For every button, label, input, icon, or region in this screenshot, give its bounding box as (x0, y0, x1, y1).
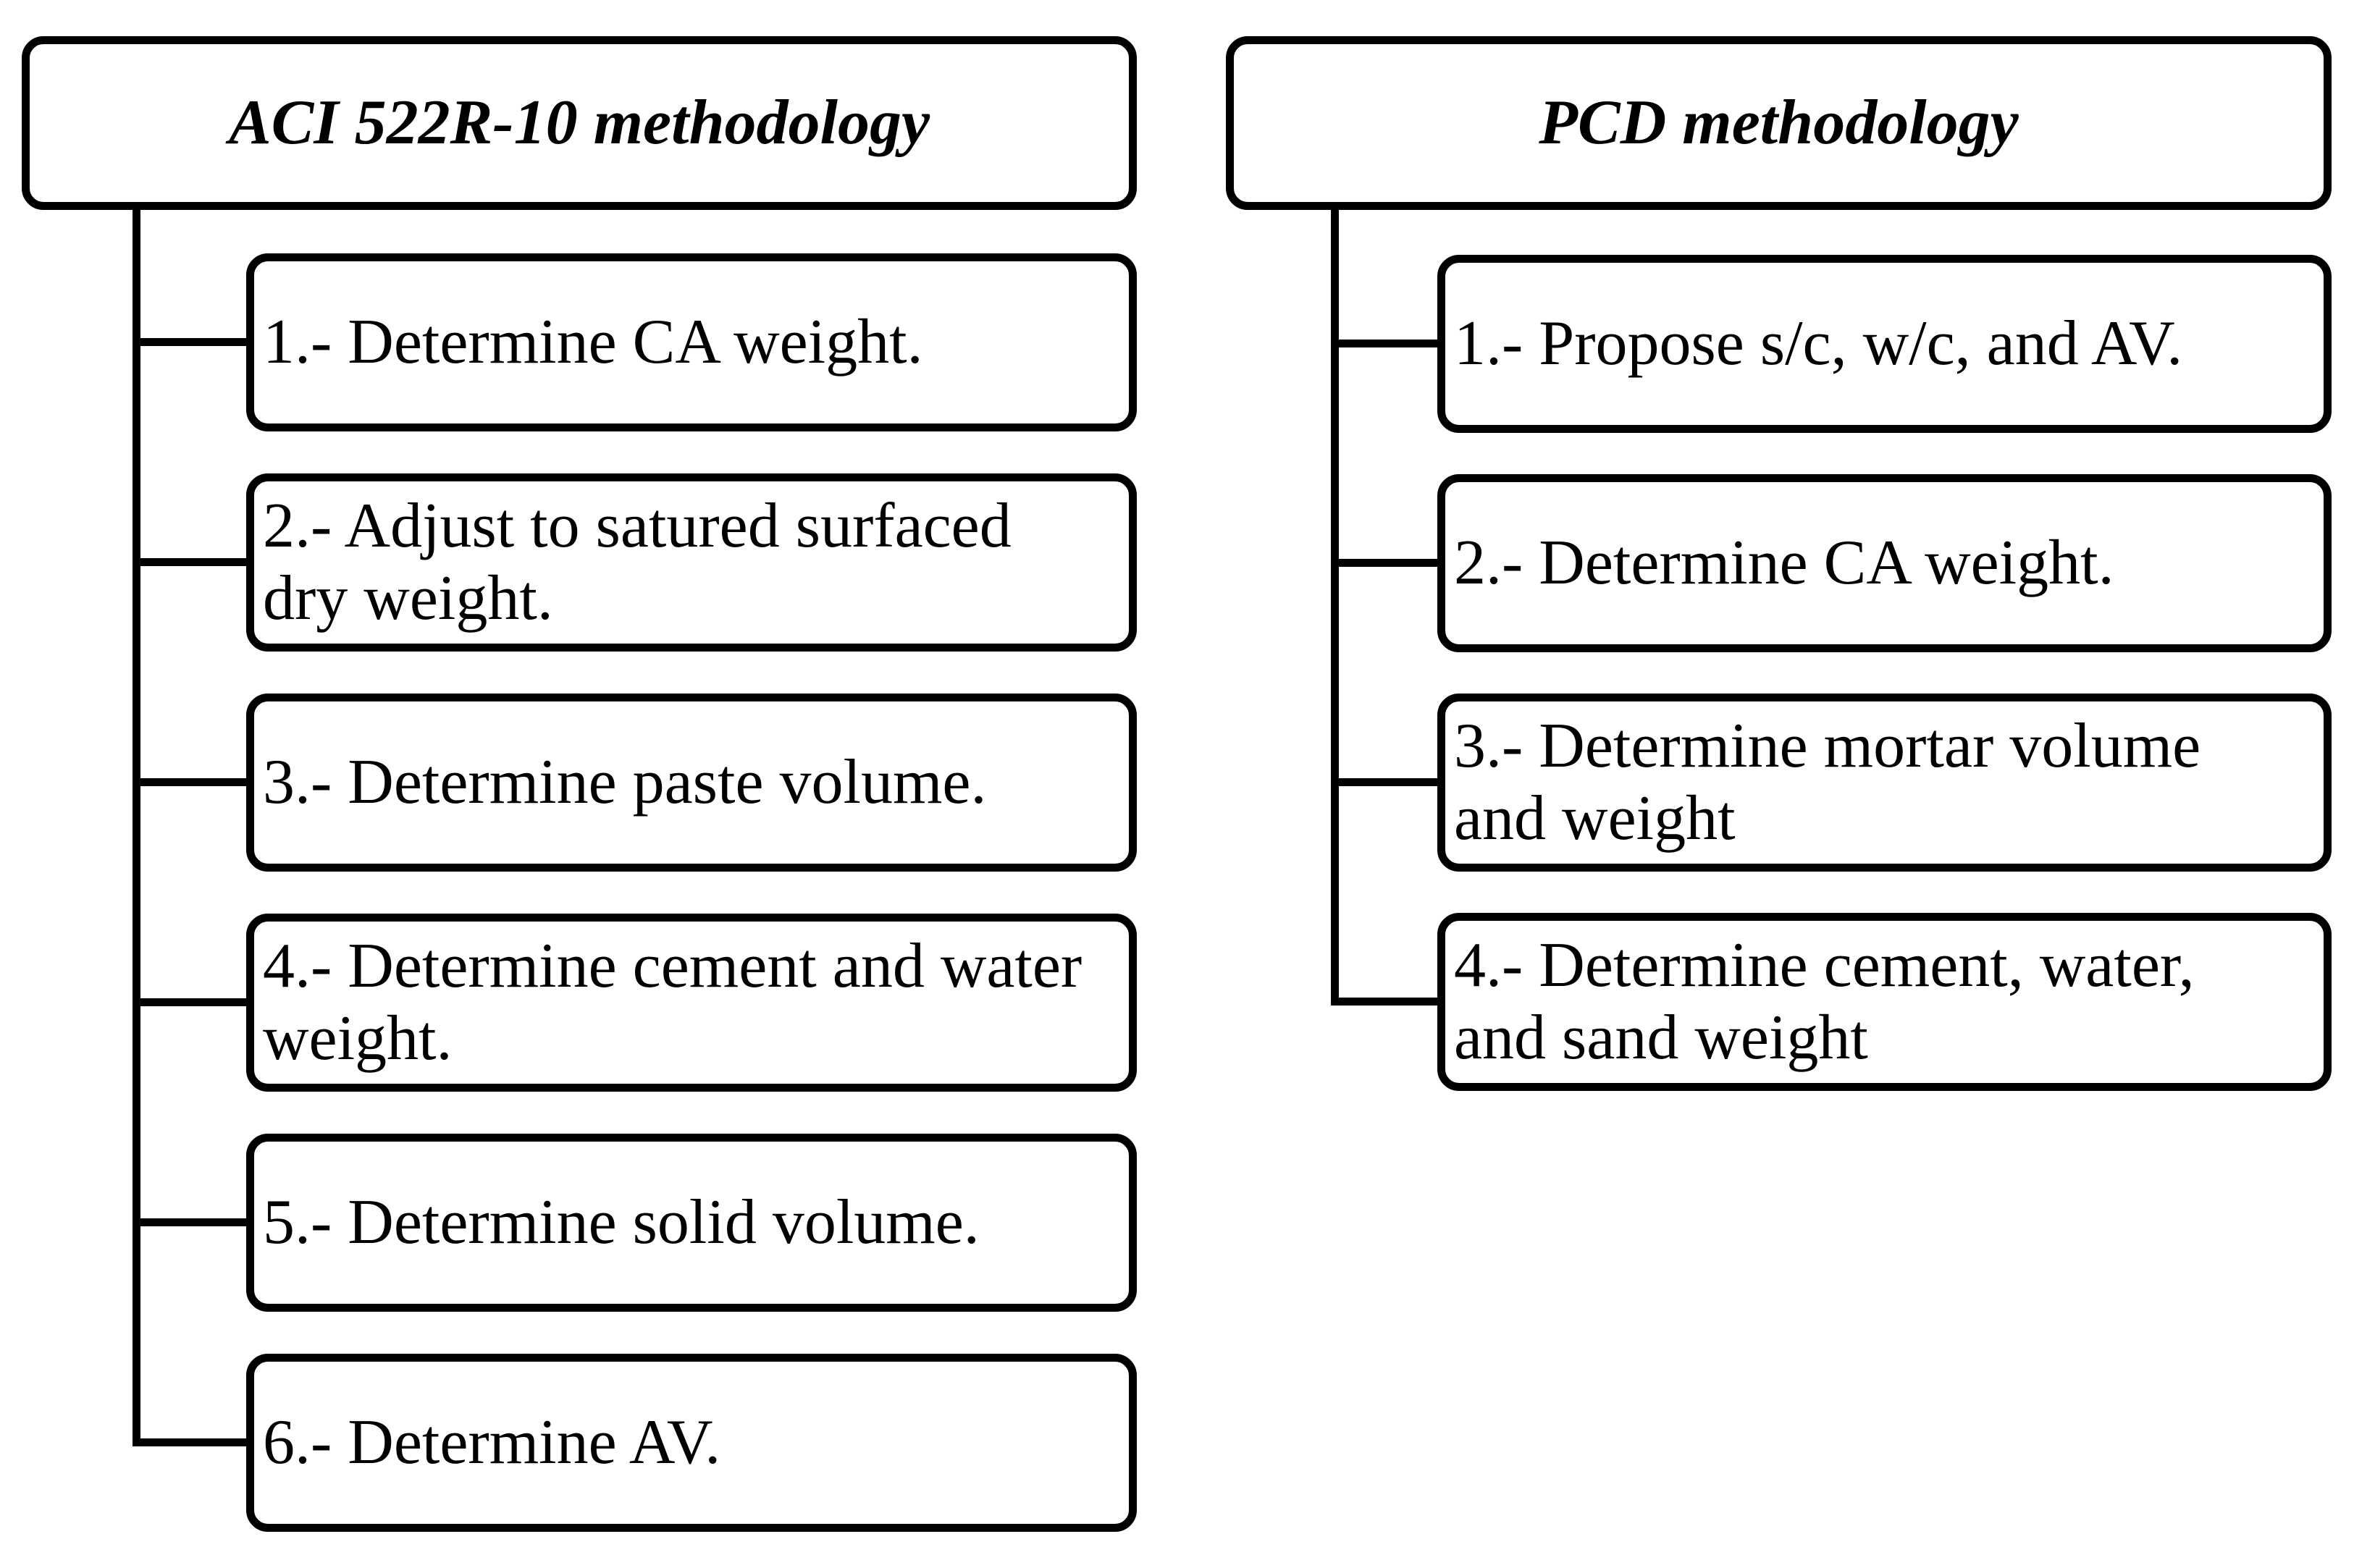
pcd-step-box-3: 3.- Determine mortar volume and weight (1437, 694, 2332, 872)
aci-step-box-2: 2.- Adjust to satured surfaced dry weigh… (246, 473, 1137, 652)
pcd-connector-stub-4 (1331, 998, 1445, 1006)
pcd-step-box-4: 4.- Determine cement, water, and sand we… (1437, 913, 2332, 1091)
aci-step-3-label: 3.- Determine paste volume. (263, 746, 987, 817)
pcd-header-box: PCD methodology (1226, 36, 2332, 210)
aci-connector-spine (133, 206, 140, 1446)
aci-connector-stub-3 (133, 778, 254, 786)
aci-step-6-label: 6.- Determine AV. (263, 1407, 721, 1478)
pcd-header-title: PCD methodology (1539, 87, 2019, 158)
pcd-connector-spine (1331, 206, 1339, 1006)
aci-step-box-5: 5.- Determine solid volume. (246, 1134, 1137, 1312)
pcd-connector-stub-2 (1331, 559, 1445, 567)
aci-step-box-4: 4.- Determine cement and water weight. (246, 914, 1137, 1092)
aci-connector-stub-1 (133, 338, 254, 346)
aci-step-1-label: 1.- Determine CA weight. (263, 306, 923, 377)
aci-step-5-label: 5.- Determine solid volume. (263, 1186, 980, 1257)
pcd-step-2-label: 2.- Determine CA weight. (1454, 527, 2114, 598)
aci-header-title: ACI 522R-10 methodology (228, 87, 930, 158)
aci-connector-stub-2 (133, 558, 254, 566)
aci-step-box-6: 6.- Determine AV. (246, 1354, 1137, 1532)
aci-step-box-1: 1.- Determine CA weight. (246, 253, 1137, 431)
pcd-step-3-label: 3.- Determine mortar volume and weight (1454, 710, 2201, 853)
aci-connector-stub-5 (133, 1218, 254, 1226)
pcd-step-1-label: 1.- Propose s/c, w/c, and AV. (1454, 308, 2183, 379)
aci-connector-stub-6 (133, 1438, 254, 1446)
pcd-step-4-label: 4.- Determine cement, water, and sand we… (1454, 930, 2195, 1073)
aci-connector-stub-4 (133, 998, 254, 1006)
aci-header-box: ACI 522R-10 methodology (22, 36, 1137, 210)
pcd-connector-stub-3 (1331, 778, 1445, 786)
aci-step-2-label: 2.- Adjust to satured surfaced dry weigh… (263, 490, 1012, 633)
pcd-connector-stub-1 (1331, 340, 1445, 347)
aci-step-box-3: 3.- Determine paste volume. (246, 694, 1137, 872)
aci-step-4-label: 4.- Determine cement and water weight. (263, 930, 1083, 1074)
pcd-step-box-2: 2.- Determine CA weight. (1437, 474, 2332, 652)
pcd-step-box-1: 1.- Propose s/c, w/c, and AV. (1437, 255, 2332, 433)
